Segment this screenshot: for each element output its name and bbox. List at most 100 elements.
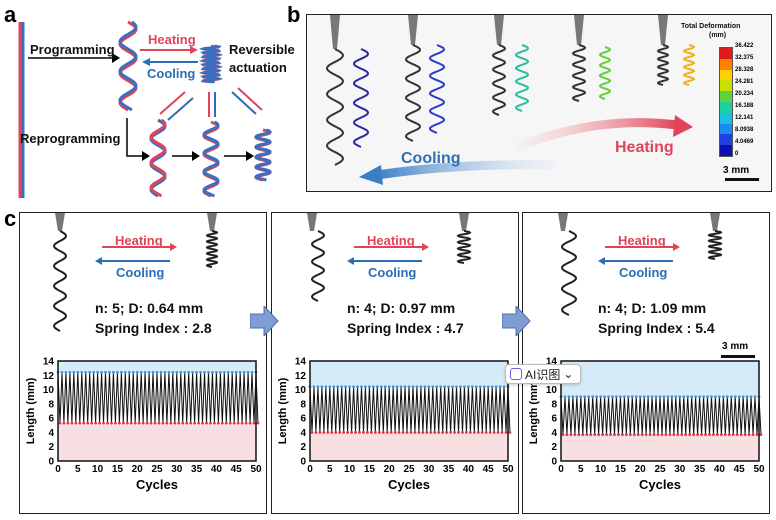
upper-series-point — [175, 371, 179, 374]
lower-series-point — [609, 433, 612, 436]
upper-series-point — [435, 385, 439, 389]
lower-series-point — [581, 433, 585, 436]
lower-series-point — [209, 421, 212, 425]
lower-series-point — [723, 433, 727, 436]
x-tick-label: 40 — [714, 464, 726, 475]
lower-series-point — [389, 431, 393, 434]
upper-series-point — [356, 385, 359, 389]
upper-series-point — [215, 371, 218, 374]
colorbar-tick: 24.281 — [735, 79, 754, 85]
lower-series-point — [165, 421, 169, 425]
lower-series-point — [636, 433, 640, 436]
needle — [574, 15, 584, 45]
upper-series-point — [399, 385, 403, 389]
lower-series-point — [82, 421, 86, 425]
helix-actuated — [199, 44, 223, 84]
upper-series-point — [336, 385, 340, 389]
upper-series-point — [108, 371, 111, 374]
needle — [494, 15, 504, 45]
x-tick-label: 25 — [654, 464, 666, 475]
upper-series-point — [654, 395, 658, 399]
y-tick-label: 2 — [300, 442, 306, 453]
y-tick-label: 12 — [295, 371, 307, 382]
spring-path — [205, 230, 219, 268]
spring-path — [404, 44, 422, 142]
x-axis-label: Cycles — [388, 477, 430, 492]
lower-series-point — [656, 433, 660, 436]
lower-series-point — [461, 431, 464, 434]
upper-series-point — [690, 395, 694, 399]
y-axis-label: Length (mm) — [25, 377, 37, 444]
lower-series-point — [425, 431, 429, 434]
upper-series-point — [451, 385, 454, 389]
lower-series-point — [236, 421, 240, 425]
upper-series-point — [587, 395, 591, 399]
lower-series-point — [197, 421, 200, 425]
upper-series-point — [494, 385, 498, 389]
colorbar-tick: 28.328 — [735, 67, 754, 73]
heated-region — [310, 432, 508, 461]
helix-strand — [118, 20, 138, 112]
upper-series-point — [395, 385, 399, 389]
ai-overlay[interactable]: AI识图 ⌄ — [505, 364, 581, 384]
lower-series-point — [137, 421, 141, 425]
lower-series-point — [735, 433, 739, 436]
upper-series-point — [116, 371, 119, 374]
x-tick-label: 25 — [151, 464, 163, 475]
chart-title: n: 4; D: 0.97 mm — [347, 300, 456, 316]
lower-series-point — [377, 431, 381, 434]
helix-strand — [254, 128, 272, 182]
x-tick-label: 45 — [734, 464, 746, 475]
lower-series-point — [692, 433, 696, 436]
lower-series-point — [358, 431, 361, 434]
lower-series-point — [106, 421, 109, 425]
lower-series-point — [350, 431, 353, 434]
x-tick-label: 15 — [615, 464, 627, 475]
lower-series-point — [624, 433, 628, 436]
upper-series-point — [364, 385, 367, 389]
upper-series-point — [411, 385, 415, 389]
colorbar-segment — [720, 134, 732, 146]
upper-series-point — [498, 385, 502, 389]
upper-series-point — [698, 395, 701, 399]
colorbar-segment — [720, 69, 732, 81]
upper-series-point — [729, 395, 733, 399]
y-tick-label: 10 — [546, 385, 558, 396]
y-tick-label: 6 — [300, 414, 306, 425]
y-tick-label: 14 — [43, 357, 55, 368]
y-tick-label: 0 — [551, 457, 557, 468]
lower-series-point — [232, 421, 236, 425]
upper-series-point — [246, 371, 250, 374]
x-axis-label: Cycles — [639, 477, 681, 492]
upper-series-point — [650, 395, 654, 399]
upper-series-point — [419, 385, 423, 389]
lower-series-point — [739, 433, 743, 436]
lower-series-point — [648, 433, 652, 436]
upper-series-point — [579, 395, 583, 399]
lower-series-point — [445, 431, 449, 434]
lower-series-point — [672, 433, 676, 436]
panel-b-scalebar — [725, 178, 759, 181]
lower-series-point — [751, 433, 755, 436]
upper-series-point — [718, 395, 721, 399]
lower-series-point — [228, 421, 232, 425]
colorbar-tick: 32.375 — [735, 55, 754, 61]
lower-series-point — [684, 433, 688, 436]
upper-series-point — [615, 395, 618, 399]
spring-path — [491, 44, 507, 116]
lower-series-point — [727, 433, 731, 436]
lower-series-point — [561, 433, 565, 436]
upper-series-point — [599, 395, 602, 399]
spring-path — [456, 230, 472, 264]
upper-series-point — [207, 371, 210, 374]
lower-series-point — [413, 431, 417, 434]
lower-series-point — [676, 433, 680, 436]
lower-series-point — [759, 433, 763, 436]
lower-series-point — [244, 421, 248, 425]
lower-series-point — [613, 433, 616, 436]
x-tick-label: 30 — [674, 464, 686, 475]
helix-strand — [149, 118, 167, 198]
lower-series-point — [496, 431, 500, 434]
lower-series-point — [354, 431, 357, 434]
